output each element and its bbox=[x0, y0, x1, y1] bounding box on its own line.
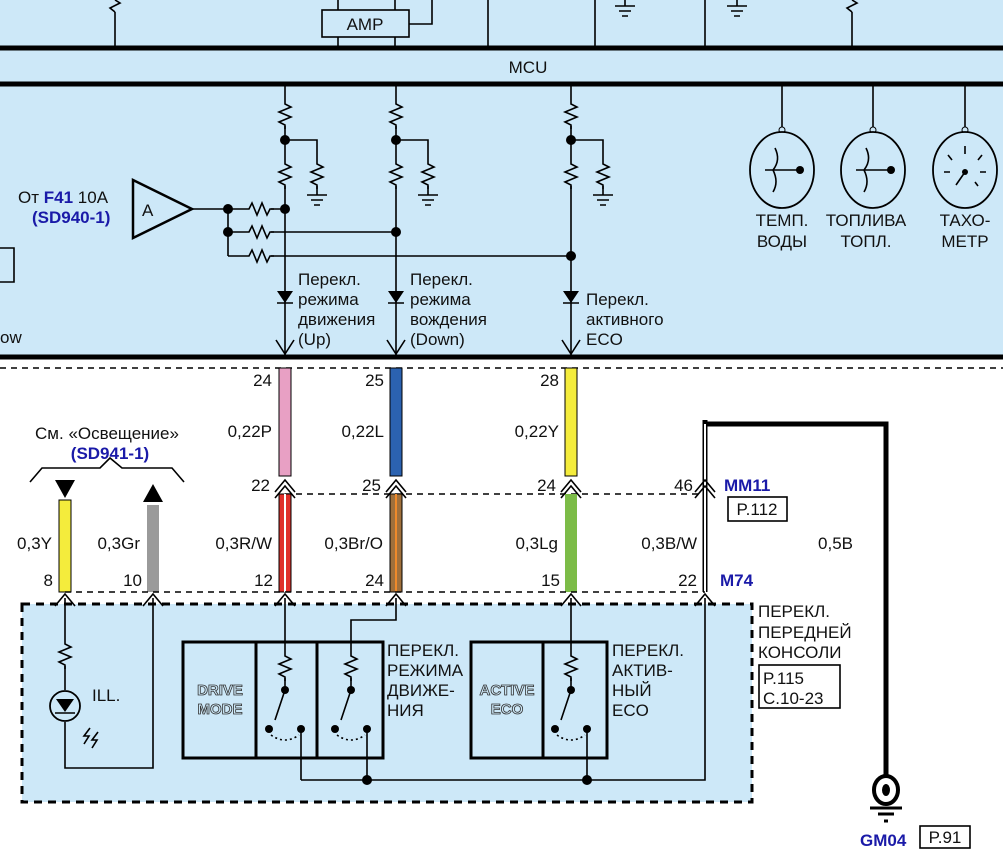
svg-text:25: 25 bbox=[362, 476, 381, 495]
amp-box bbox=[321, 9, 410, 38]
svg-text:25: 25 bbox=[365, 371, 384, 390]
amplifier-label: A bbox=[142, 201, 154, 220]
svg-text:0,3B/W: 0,3B/W bbox=[641, 534, 697, 553]
source-ref-link[interactable]: (SD940-1) bbox=[32, 208, 110, 227]
svg-text:0,3Lg: 0,3Lg bbox=[515, 534, 558, 553]
gauge-fuel: ТОПЛИВА ТОПЛ. bbox=[826, 84, 907, 251]
lighting-ref-link[interactable]: (SD941-1) bbox=[71, 444, 149, 463]
buffer-amplifier bbox=[131, 177, 195, 241]
mcu-panel bbox=[0, 0, 1003, 357]
svg-text:24: 24 bbox=[253, 371, 272, 390]
svg-text:DRIVE: DRIVE bbox=[197, 682, 243, 699]
ground-page-ref[interactable]: P.91 bbox=[929, 828, 962, 847]
svg-text:10: 10 bbox=[123, 571, 142, 590]
wire-0-22y bbox=[564, 367, 578, 477]
svg-text:22: 22 bbox=[251, 476, 270, 495]
svg-text:ТАХО-: ТАХО- bbox=[940, 211, 991, 230]
svg-text:0,5B: 0,5B bbox=[818, 534, 853, 553]
svg-text:ECO: ECO bbox=[491, 701, 524, 718]
gauge-water-temp: ТЕМП. ВОДЫ bbox=[749, 84, 815, 251]
illumination-led: ILL. bbox=[49, 598, 154, 769]
svg-text:ТОПЛ.: ТОПЛ. bbox=[841, 232, 892, 251]
svg-text:ТЕМП.: ТЕМП. bbox=[756, 211, 809, 230]
svg-text:0,22Y: 0,22Y bbox=[515, 422, 559, 441]
svg-text:ACTIVE: ACTIVE bbox=[479, 682, 534, 699]
pullup-network bbox=[192, 84, 614, 357]
wire-0-3lg bbox=[565, 494, 577, 592]
svg-text:0,3Gr: 0,3Gr bbox=[97, 534, 140, 553]
gauge-tachometer: ТАХО- МЕТР bbox=[932, 84, 998, 251]
svg-text:24: 24 bbox=[365, 571, 384, 590]
svg-text:ТОПЛИВА: ТОПЛИВА bbox=[826, 211, 907, 230]
svg-text:46: 46 bbox=[674, 476, 693, 495]
mcu-label: MCU bbox=[509, 58, 548, 77]
source-label: От F41 10A bbox=[18, 188, 109, 207]
svg-text:0,3Y: 0,3Y bbox=[17, 534, 52, 553]
svg-text:ILL.: ILL. bbox=[92, 686, 120, 705]
connector-mm11-link[interactable]: MM11 bbox=[724, 476, 770, 495]
svg-text:12: 12 bbox=[254, 571, 273, 590]
mm11-page-ref[interactable]: P.112 bbox=[737, 500, 778, 519]
svg-text:См. «Освещение»: См. «Освещение» bbox=[35, 424, 179, 443]
wire-0-3gr bbox=[147, 505, 159, 592]
svg-text:0,22P: 0,22P bbox=[228, 422, 272, 441]
svg-text:ВОДЫ: ВОДЫ bbox=[757, 232, 807, 251]
svg-text:0,3R/W: 0,3R/W bbox=[215, 534, 272, 553]
svg-text:MODE: MODE bbox=[198, 701, 243, 718]
svg-text:0,3Br/O: 0,3Br/O bbox=[324, 534, 383, 553]
amp-label: AMP bbox=[347, 15, 384, 34]
connector-m74-link[interactable]: M74 bbox=[720, 571, 754, 590]
svg-text:24: 24 bbox=[537, 476, 556, 495]
svg-text:8: 8 bbox=[44, 571, 53, 590]
wire-0-22l bbox=[389, 367, 403, 477]
ground-gm04 bbox=[870, 774, 902, 823]
wire-0-3y bbox=[58, 499, 72, 593]
truncated-label: ow bbox=[0, 328, 22, 347]
lower-wire-labels: 0,3Y 0,3Gr 0,3R/W 0,3Br/O 0,3Lg 0,3B/W 8… bbox=[17, 534, 697, 590]
svg-text:15: 15 bbox=[541, 571, 560, 590]
svg-text:28: 28 bbox=[540, 371, 559, 390]
svg-text:22: 22 bbox=[678, 571, 697, 590]
wire-0-22p bbox=[278, 367, 292, 477]
ground-gm04-link[interactable]: GM04 bbox=[860, 831, 907, 850]
svg-text:МЕТР: МЕТР bbox=[941, 232, 988, 251]
svg-text:0,22L: 0,22L bbox=[341, 422, 384, 441]
front-console-switch bbox=[20, 602, 754, 804]
direction-arrows bbox=[55, 480, 163, 502]
